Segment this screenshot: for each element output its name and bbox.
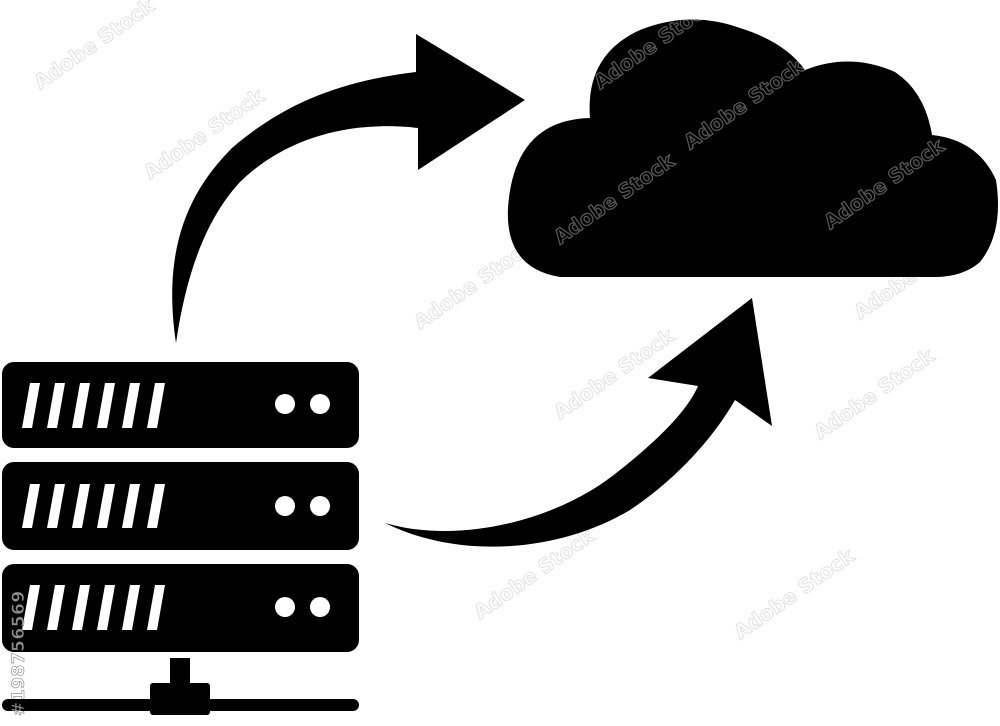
stock-id-text: #198756569 [9, 590, 29, 716]
led-icon [275, 394, 295, 414]
vent-slots [22, 484, 165, 528]
vent-slots [22, 383, 165, 428]
cloud-icon [507, 19, 998, 278]
led-icon [310, 394, 330, 414]
server-unit [2, 564, 359, 652]
stock-id-watermark: #198756569 [9, 590, 30, 716]
server-unit [2, 362, 359, 448]
vent-slots [22, 585, 165, 630]
led-icon [275, 496, 295, 516]
server-rack-icon [2, 362, 359, 715]
network-connector-icon [2, 658, 359, 715]
upload-arrow-bottom [385, 298, 772, 547]
server-unit [2, 462, 359, 550]
led-icon [310, 597, 330, 617]
led-icon [310, 496, 330, 516]
upload-arrow-top [172, 34, 525, 343]
led-icon [275, 597, 295, 617]
